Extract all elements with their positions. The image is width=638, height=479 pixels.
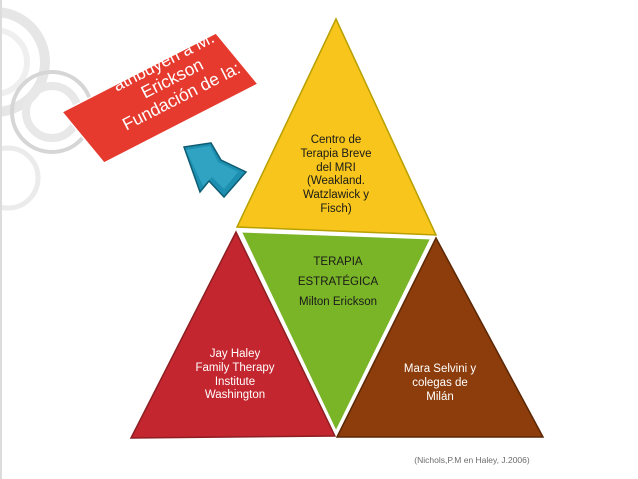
center-label-line: ESTRATÉGICA	[297, 276, 379, 289]
pyramid-center-triangle	[237, 229, 435, 437]
top-label-line: Fisch)	[320, 202, 352, 215]
arrow-icon	[182, 142, 248, 199]
top-label-line: (Weakland.	[307, 175, 365, 188]
pyramid-left-label: Jay Haley Family Therapy Institute Washi…	[185, 348, 285, 403]
left-label-line: Family Therapy	[195, 361, 275, 374]
decor-ring-top	[0, 7, 50, 117]
top-label-line: Terapia Breve	[300, 147, 372, 160]
pyramid-left-triangle	[129, 230, 337, 439]
pyramid-right-triangle	[335, 236, 545, 438]
banner-ribbon	[60, 32, 260, 164]
decor-ring-top-inner	[0, 27, 30, 97]
pyramid-right-label: Mara Selvini y colegas de Milán	[388, 363, 492, 404]
top-label-line: Centro de	[310, 134, 362, 146]
pyramid-top-label: Centro de Terapia Breve del MRI (Weaklan…	[283, 134, 389, 217]
citation: (Nichols,P.M en Haley, J.2006)	[414, 455, 530, 465]
top-label-line: Watzlawick y	[302, 189, 370, 202]
center-label-line: TERAPIA	[313, 256, 363, 268]
right-label-line: colegas de	[412, 376, 468, 389]
left-label-line: Washington	[204, 389, 266, 402]
left-label-line: Jay Haley	[209, 348, 261, 360]
pyramid	[129, 17, 545, 439]
decor-ring-low	[0, 145, 41, 211]
top-label-line: del MRI	[316, 161, 356, 174]
right-label-line: Mara Selvini y	[403, 363, 477, 375]
left-label-line: Institute	[214, 375, 256, 388]
center-label-line: Milton Erickson	[299, 296, 377, 309]
pyramid-center-label: TERAPIA ESTRATÉGICA Milton Erickson	[276, 252, 400, 312]
right-label-line: Milán	[426, 390, 454, 403]
pyramid-top-triangle	[235, 17, 438, 236]
